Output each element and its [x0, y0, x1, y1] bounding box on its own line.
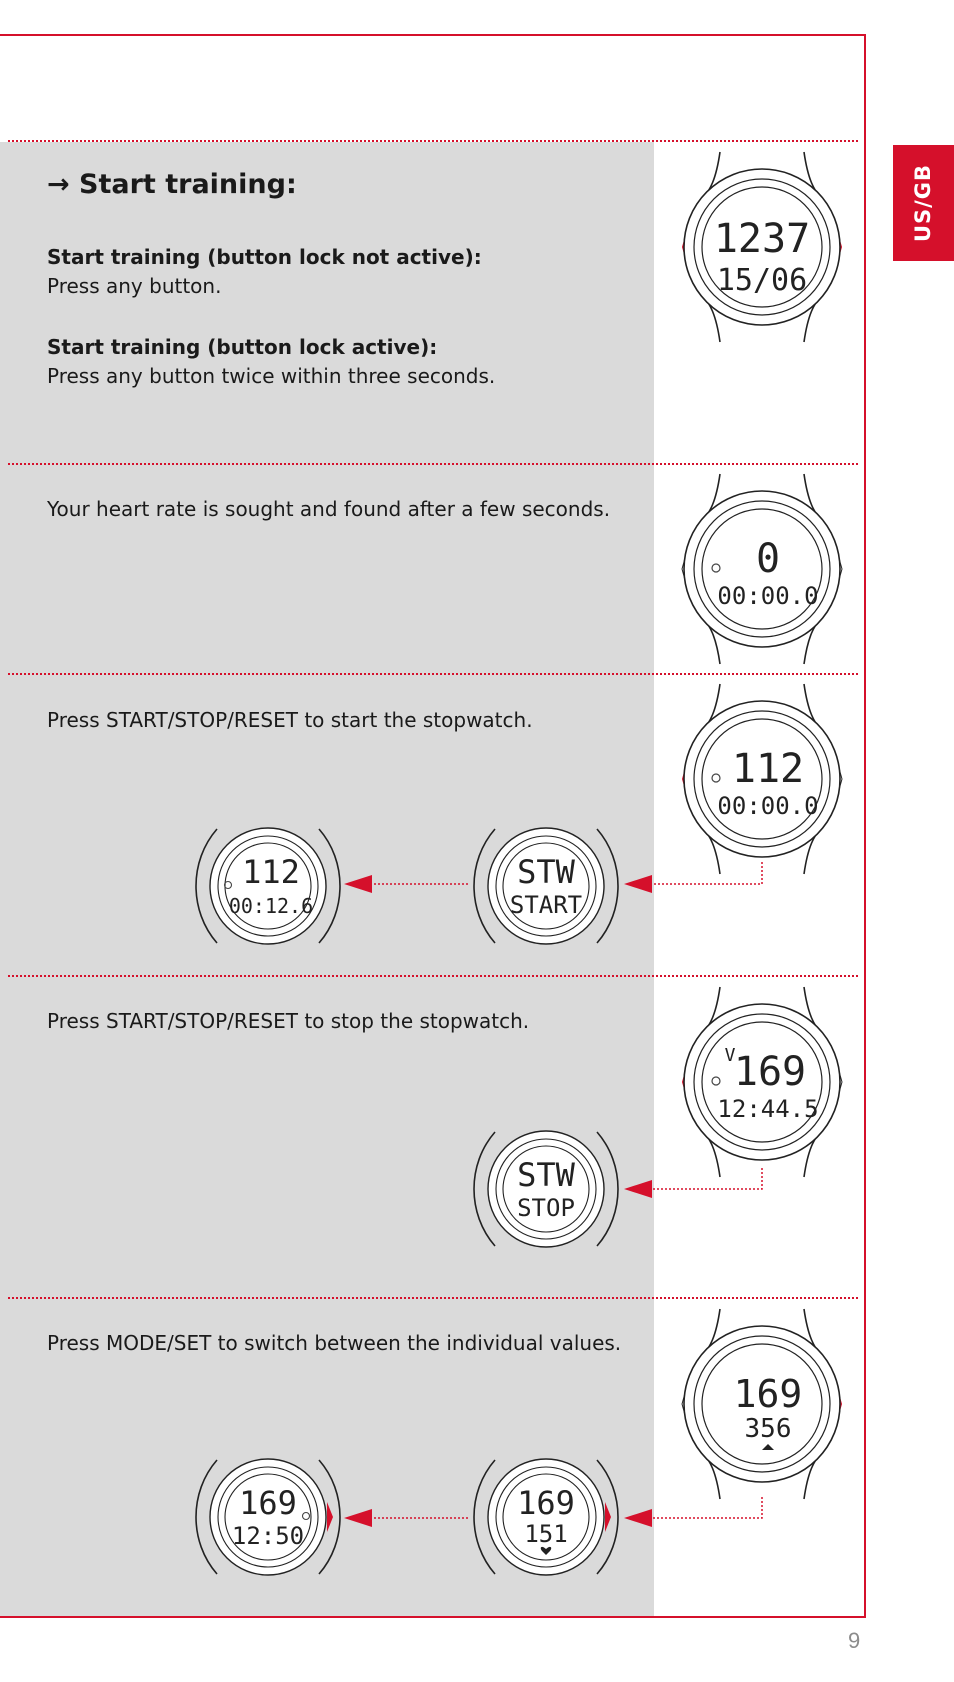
watch-stw-running: 112 00:12.6: [195, 827, 341, 945]
separator: [8, 673, 858, 675]
svg-text:0: 0: [756, 536, 780, 582]
svg-text:V: V: [725, 1045, 736, 1066]
subheading-lock-on: Start training (button lock active):: [47, 335, 438, 359]
separator: [8, 1297, 858, 1299]
svg-text:169: 169: [239, 1484, 297, 1522]
stop-stopwatch-instruction: Press START/STOP/RESET to stop the stopw…: [47, 1009, 530, 1033]
page-number: 9: [848, 1628, 861, 1653]
separator: [8, 140, 858, 142]
svg-text:00:00.0: 00:00.0: [717, 582, 818, 610]
svg-text:12:44.5: 12:44.5: [717, 1095, 818, 1123]
watch-heart-found: 112 00:00.0: [682, 683, 843, 875]
svg-text:169: 169: [734, 1372, 803, 1416]
watch-value-151: 169 151: [473, 1458, 619, 1576]
mode-instruction: Press MODE/SET to switch between the ind…: [47, 1331, 622, 1355]
watch-stw-start: STW START: [473, 827, 619, 945]
svg-text:169: 169: [734, 1049, 806, 1095]
svg-text:STOP: STOP: [517, 1194, 575, 1222]
svg-text:START: START: [510, 891, 582, 919]
svg-text:112: 112: [732, 746, 804, 792]
separator: [8, 975, 858, 977]
heading-text: Start training:: [79, 169, 297, 200]
svg-text:169: 169: [517, 1484, 575, 1522]
section-heading: → Start training:: [47, 170, 297, 200]
instruction-lock-off: Press any button.: [47, 274, 222, 298]
watch-stw-stop: STW STOP: [473, 1130, 619, 1248]
arrow-left-icon: [624, 1180, 652, 1198]
arrow-left-icon: [344, 875, 372, 893]
svg-text:00:00.0: 00:00.0: [717, 792, 818, 820]
watch-heart-search: 0 00:00.0: [681, 473, 843, 665]
arrow-left-icon: [624, 1509, 652, 1527]
start-stopwatch-instruction: Press START/STOP/RESET to start the stop…: [47, 708, 533, 732]
watch-time-date: 1237 15/06: [682, 151, 842, 343]
svg-text:112: 112: [242, 853, 300, 891]
instruction-lock-on: Press any button twice within three seco…: [47, 364, 496, 388]
svg-text:356: 356: [745, 1414, 792, 1444]
watch-values: 169 356: [681, 1308, 842, 1500]
svg-text:STW: STW: [517, 853, 576, 891]
svg-text:STW: STW: [517, 1156, 576, 1194]
separator: [8, 463, 858, 465]
heart-rate-instruction: Your heart rate is sought and found afte…: [47, 497, 611, 521]
arrow-left-icon: [624, 875, 652, 893]
svg-text:151: 151: [524, 1520, 567, 1548]
arrow-left-icon: [344, 1509, 372, 1527]
svg-text:00:12.6: 00:12.6: [229, 894, 313, 918]
svg-text:12:50: 12:50: [232, 1522, 304, 1550]
svg-text:15/06: 15/06: [717, 263, 807, 298]
subheading-lock-off: Start training (button lock not active):: [47, 245, 482, 269]
watch-value-1250: 169 12:50: [195, 1458, 341, 1576]
svg-text:1237: 1237: [714, 216, 810, 262]
language-tab: US/GB: [893, 145, 954, 261]
watch-stopwatch-running: V 169 12:44.5: [682, 986, 843, 1178]
arrow-icon: →: [47, 169, 70, 200]
